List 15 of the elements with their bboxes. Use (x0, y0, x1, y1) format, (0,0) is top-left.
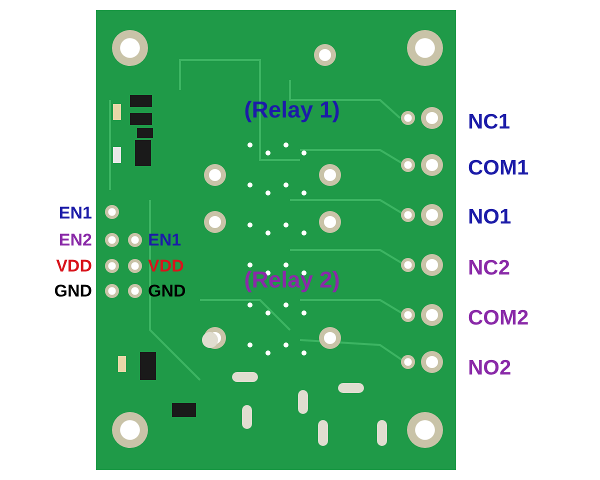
pin-label: COM2 (468, 308, 529, 328)
pin-label: NC1 (468, 112, 510, 132)
pin-label: NC2 (468, 258, 510, 278)
relay-label: (Relay 2) (244, 268, 340, 292)
pin-label: EN1 (58, 204, 92, 222)
pin-label: GND (54, 282, 92, 300)
pin-label: NO2 (468, 358, 512, 378)
pin-label: EN1 (148, 232, 182, 248)
pin-label: NO1 (468, 206, 512, 228)
pin-label: GND (148, 282, 186, 300)
relay-label: (Relay 1) (244, 98, 340, 122)
pin-label: EN2 (58, 232, 92, 248)
pin-label: COM1 (468, 158, 529, 178)
pin-label: VDD (148, 258, 184, 274)
pin-label: VDD (56, 258, 92, 274)
